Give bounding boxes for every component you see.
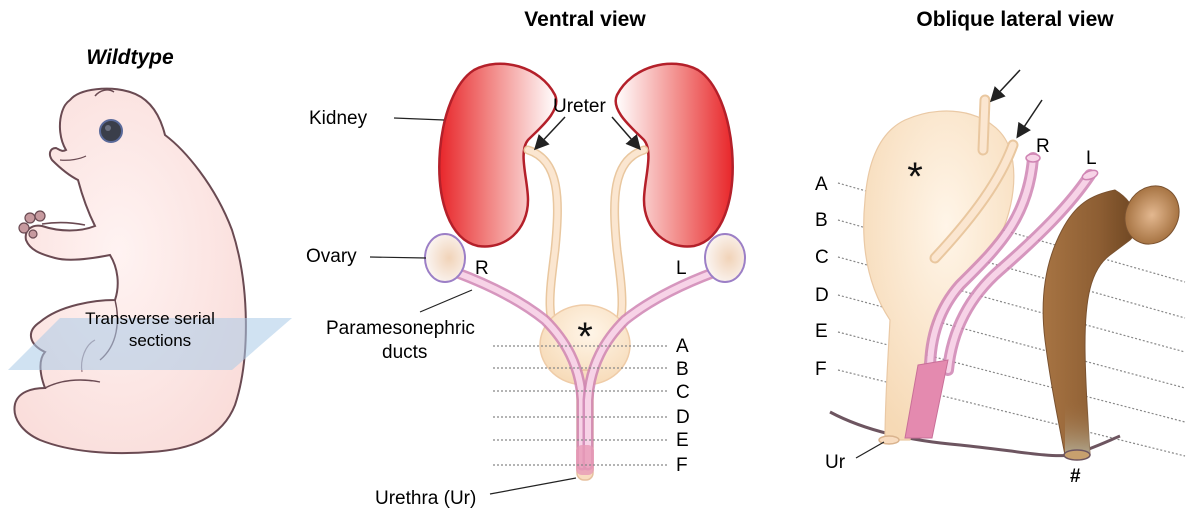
- ventral-view-title: Ventral view: [524, 8, 646, 31]
- wildtype-title: Wildtype: [86, 46, 174, 69]
- oblique-view-title: Oblique lateral view: [916, 8, 1114, 31]
- urethra-leader: [490, 478, 576, 494]
- bladder-asterisk: *: [577, 315, 593, 359]
- plane-label-line1: Transverse serial: [85, 309, 215, 328]
- embryo-illustration: [14, 89, 245, 453]
- rectum-distal-shade: [1065, 400, 1090, 455]
- oblique-bladder-asterisk: *: [907, 155, 923, 199]
- ventral-letter-d: D: [676, 407, 690, 428]
- ventral-view-panel: Ventral view *: [306, 8, 745, 509]
- oblique-ureter-1-inner: [983, 100, 985, 150]
- kidney-label: Kidney: [309, 108, 368, 129]
- ducts-leader: [420, 290, 472, 312]
- oblique-letter-c: C: [815, 247, 829, 268]
- oblique-section-letters: A B C D E F: [815, 174, 829, 380]
- ventral-section-letters: A B C D E F: [676, 336, 690, 476]
- oblique-urethra-label: Ur: [825, 452, 846, 473]
- ventral-letter-a: A: [676, 336, 689, 357]
- wildtype-panel: Wildtype Transverse serial sec: [8, 46, 292, 453]
- ventral-letter-e: E: [676, 430, 689, 451]
- oblique-left-duct-end: [1081, 169, 1099, 182]
- digit-1: [25, 213, 35, 223]
- ventral-right-label: R: [475, 258, 489, 279]
- rectum-hash-label: #: [1070, 466, 1081, 487]
- ventral-left-label: L: [676, 258, 687, 279]
- rectum-end: [1064, 450, 1090, 460]
- ventral-letter-f: F: [676, 455, 688, 476]
- ventral-letter-c: C: [676, 382, 690, 403]
- oblique-ureter-arrow-1: [992, 70, 1020, 100]
- digit-3: [35, 211, 45, 221]
- left-ovary: [705, 234, 745, 282]
- eye-icon: [100, 120, 122, 142]
- ovary-leader: [370, 257, 426, 258]
- oblique-letter-a: A: [815, 174, 828, 195]
- ureter-label: Ureter: [553, 96, 606, 117]
- plane-label-line2: sections: [129, 331, 191, 350]
- oblique-ureter-arrow-2: [1018, 100, 1042, 136]
- kidney-leader: [394, 118, 444, 120]
- vaginal-segment: [576, 445, 594, 475]
- oblique-left-label: L: [1086, 148, 1097, 169]
- right-ovary: [425, 234, 465, 282]
- digit-2: [19, 223, 29, 233]
- eye-highlight: [105, 125, 111, 131]
- digit-4: [29, 230, 37, 238]
- urethra-label: Urethra (Ur): [375, 488, 476, 509]
- oblique-letter-b: B: [815, 210, 828, 231]
- embryo-body: [14, 89, 245, 453]
- oblique-view-panel: Oblique lateral view: [815, 8, 1190, 487]
- oblique-letter-f: F: [815, 359, 827, 380]
- ovary-label: Ovary: [306, 246, 357, 267]
- ducts-label-line2: ducts: [382, 342, 427, 363]
- oblique-right-label: R: [1036, 136, 1050, 157]
- ventral-letter-b: B: [676, 359, 689, 380]
- oblique-letter-d: D: [815, 285, 829, 306]
- ducts-label-line1: Paramesonephric: [326, 318, 475, 339]
- oblique-letter-e: E: [815, 321, 828, 342]
- forelimb-line: [42, 223, 85, 225]
- rectum: [1043, 190, 1136, 455]
- oblique-urethra-leader: [856, 442, 884, 458]
